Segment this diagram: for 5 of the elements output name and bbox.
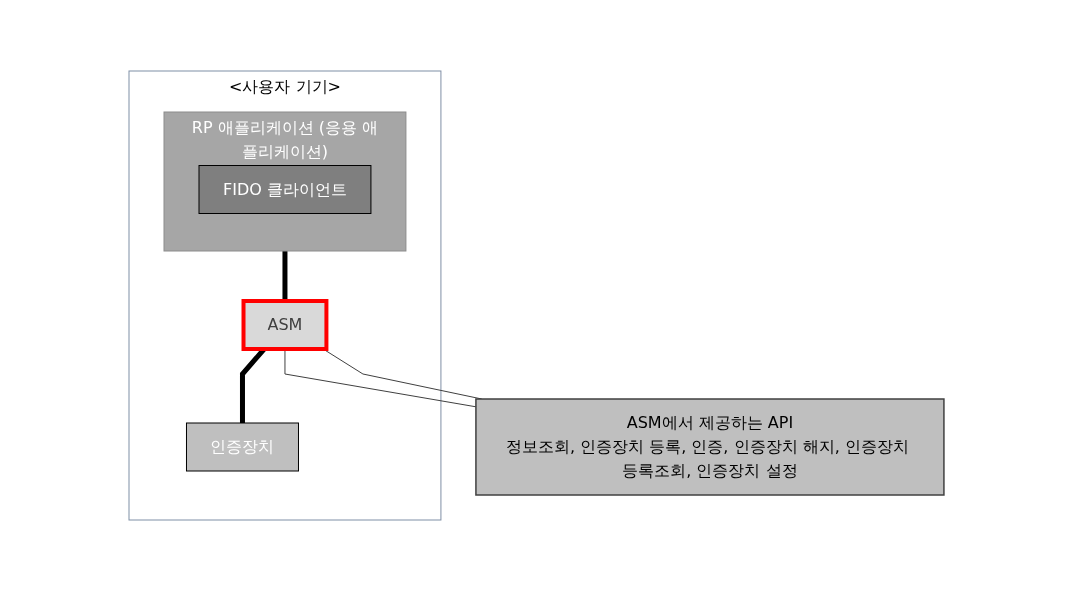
connector: [282, 251, 287, 301]
node-box: 인증장치: [185, 422, 299, 472]
node-box: FIDO 클라이언트: [198, 165, 371, 214]
node-box: ASM에서 제공하는 API 정보조회, 인증장치 등록, 인증, 인증장치 해지, 인증장치 등록조회, 인증장치 설정: [474, 398, 945, 496]
node-box: ASM: [241, 299, 328, 351]
